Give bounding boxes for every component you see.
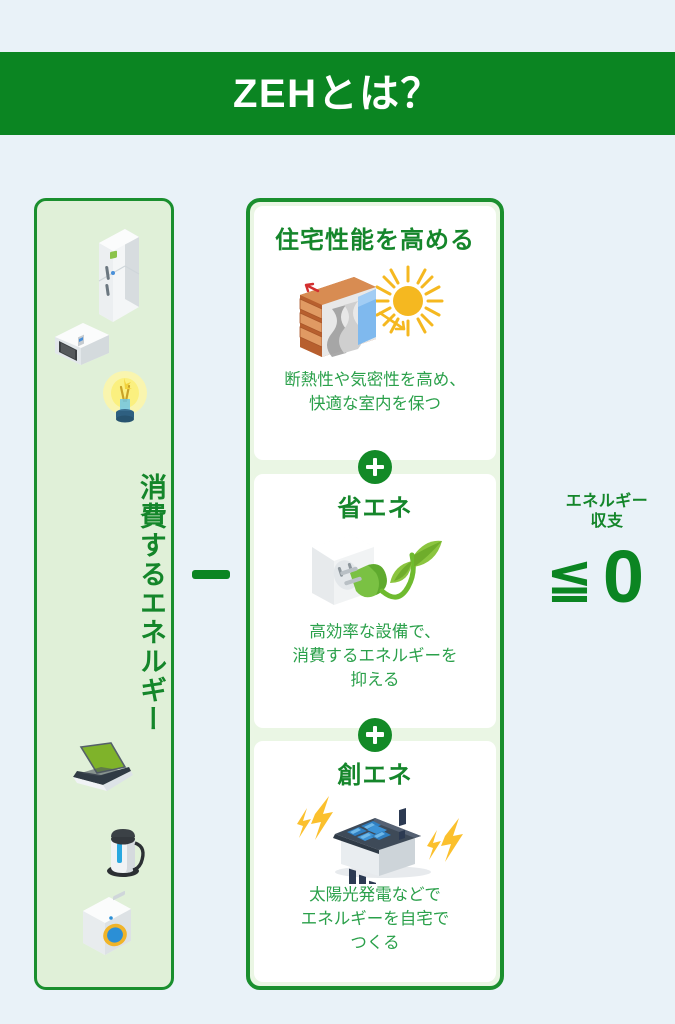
card-description: 太陽光発電などで エネルギーを自宅で つくる <box>301 884 450 956</box>
energy-balance-label: エネルギー 収支 <box>544 492 670 532</box>
card-desc-line: 消費するエネルギーを <box>292 646 458 665</box>
minus-operator <box>192 570 230 579</box>
zeh-measures-column: 住宅性能を高める <box>246 198 504 990</box>
page-title: ZEHとは？ <box>233 71 442 116</box>
microwave-icon <box>51 317 113 374</box>
divider-plus-2 <box>254 717 496 752</box>
washing-machine-icon <box>75 890 137 968</box>
kettle-icon <box>97 821 153 886</box>
less-than-equal-icon: ≦ <box>545 545 593 608</box>
header-banner: ZEHとは？ <box>0 52 675 135</box>
card-desc-line: 太陽光発電などで <box>309 886 441 905</box>
card-desc-line: 快適な室内を保つ <box>309 394 441 413</box>
card-energy-creation: 創エネ <box>254 741 496 982</box>
consumed-energy-label: 消費するエネルギー <box>136 472 166 734</box>
energy-balance-value: 0 <box>602 535 645 618</box>
card-title: 創エネ <box>337 762 413 790</box>
energy-balance-equation: ≦ 0 <box>520 540 670 614</box>
divider-plus-1 <box>254 449 496 484</box>
eco-plug-leaf-icon <box>290 525 460 621</box>
card-housing-performance: 住宅性能を高める <box>254 206 496 461</box>
lightbulb-icon <box>97 367 153 434</box>
card-desc-line: 断熱性や気密性を高め、 <box>284 371 466 389</box>
card-desc-line: つくる <box>350 934 400 953</box>
consumed-energy-panel: 消費するエネルギー <box>34 198 174 990</box>
plus-icon <box>358 449 392 484</box>
card-title: 住宅性能を高める <box>275 227 475 254</box>
energy-balance-label-line: 収支 <box>590 513 624 530</box>
energy-balance-result: エネルギー 収支 ≦ 0 <box>520 492 670 614</box>
card-description: 高効率な設備で、 消費するエネルギーを 抑える <box>293 621 458 693</box>
plus-icon <box>358 717 392 752</box>
energy-balance-label-line: エネルギー <box>565 493 649 510</box>
card-desc-line: 高効率な設備で、 <box>309 622 441 641</box>
laptop-icon <box>63 741 137 802</box>
card-desc-line: エネルギーを自宅で <box>300 910 450 929</box>
card-desc-line: 抑える <box>350 670 400 689</box>
card-energy-saving: 省エネ <box>254 473 496 728</box>
solar-house-icon <box>275 792 475 885</box>
refrigerator-icon <box>89 221 145 336</box>
card-title: 省エネ <box>337 494 413 522</box>
card-description: 断熱性や気密性を高め、 快適な室内を保つ <box>284 369 466 417</box>
insulated-wall-sun-icon <box>280 257 470 369</box>
